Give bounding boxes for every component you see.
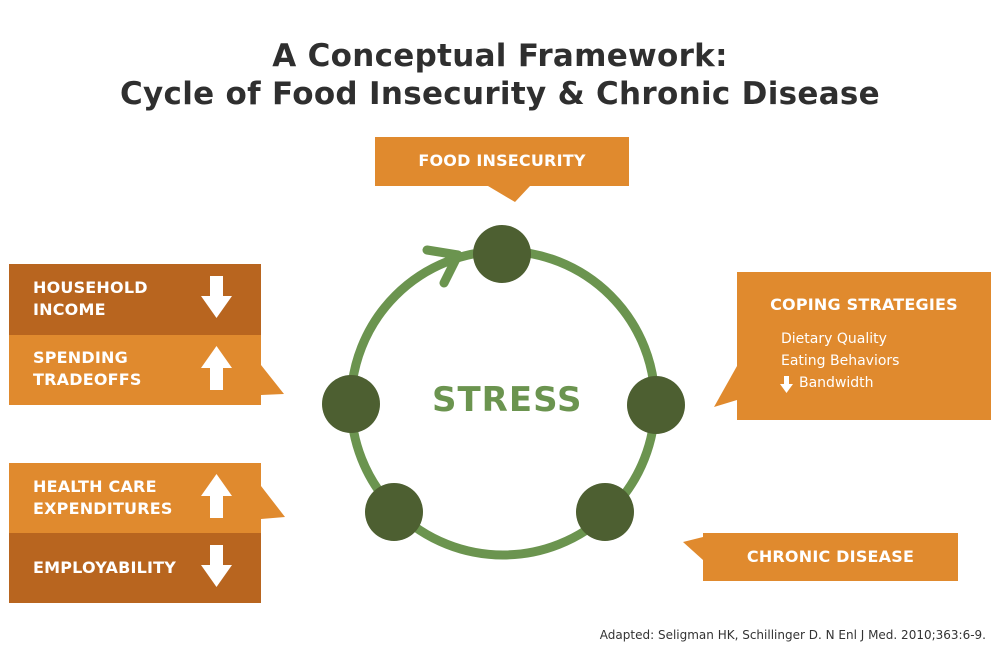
spending-tradeoffs-label: SPENDING TRADEOFFS [33,348,142,389]
bandwidth-down-arrow-icon [780,376,793,393]
arrow-down-icon [201,545,232,587]
chronic-disease-label: CHRONIC DISEASE [746,547,915,566]
coping-item-eating-behaviors: Eating Behaviors [781,353,900,369]
diagram-title-line1: A Conceptual Framework: [272,38,728,74]
coping-strategies-label: COPING STRATEGIES [770,295,958,314]
food-insecurity-label: FOOD INSECURITY [418,151,586,170]
center-label-stress: STRESS [432,380,583,420]
health-care-expenditures-label: HEALTH CARE EXPENDITURES [33,477,173,518]
diagram-title-line2: Cycle of Food Insecurity & Chronic Disea… [119,76,881,112]
household-income-label: HOUSEHOLD INCOME [33,278,148,319]
cycle-node-top [473,225,531,283]
coping-item-bandwidth: Bandwidth [799,375,874,391]
arrow-down-icon [201,276,232,318]
citation-text: Adapted: Seligman HK, Schillinger D. N E… [599,628,986,642]
cycle-arrow-head [422,245,463,288]
arrow-up-icon [201,346,232,390]
cycle-node-bottom-right [576,483,634,541]
arrow-up-icon [201,474,232,518]
employability-label: EMPLOYABILITY [33,558,177,577]
cycle-node-right [627,376,685,434]
coping-item-dietary-quality: Dietary Quality [781,331,887,347]
food-insecurity-box [375,137,629,202]
cycle-node-left [322,375,380,433]
chronic-disease-box [683,533,958,581]
cycle-node-bottom-left [365,483,423,541]
coping-strategies-box [714,272,991,420]
